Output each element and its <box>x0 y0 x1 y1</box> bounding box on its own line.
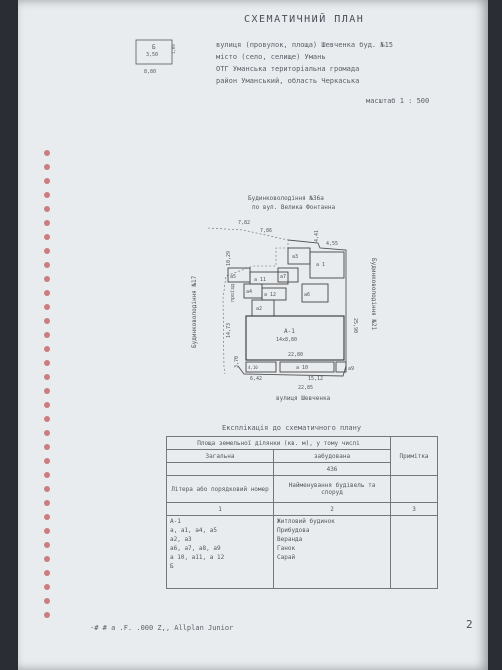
dim-1029: 10,29 <box>226 251 232 266</box>
row-letter: а2, а3 <box>170 536 192 543</box>
dim-782: 7,82 <box>238 220 250 226</box>
scale-label: масштаб 1 : 500 <box>366 97 430 105</box>
label-a10: а 10 <box>296 365 308 371</box>
row-letter: а 10, а11, а 12 <box>170 554 225 561</box>
label-a1: а 1 <box>316 262 325 268</box>
thumb-label: Б <box>152 44 156 51</box>
page-mark: 2 <box>466 618 473 631</box>
row-letter: Б <box>170 563 174 570</box>
col-num-3: 3 <box>390 502 438 516</box>
software-footer: ·# # a .F. .000 Z,, Allplan Junior <box>90 624 234 632</box>
row-letter: а6, а7, а8, а9 <box>170 545 221 552</box>
document-page: СХЕМАТИЧНИЙ ПЛАН Б 3,50 1,69 8,80 вулиця… <box>18 0 488 670</box>
address-line-city: місто (село, селище) Умань <box>216 53 326 61</box>
row-name: Веранда <box>277 536 303 543</box>
total-header: Загальна <box>166 449 274 463</box>
dim-455: 4,55 <box>326 241 338 247</box>
dim-1473: 14,73 <box>226 323 232 338</box>
label-a3: а3 <box>292 254 298 260</box>
row-name: Ганок <box>277 545 296 552</box>
main-building-area: 14х8,80 <box>276 337 297 343</box>
built-value: 436 <box>273 462 391 476</box>
row-letter: А-1 <box>170 518 181 525</box>
dim-2280: 22,80 <box>288 352 303 358</box>
built-header: забудована <box>273 449 391 463</box>
shed-thumbnail: Б 3,50 1,69 8,80 <box>135 39 176 75</box>
thumb-bottom: 8,80 <box>144 69 156 75</box>
right-neighbor: Будинковолодіння №21 <box>370 258 377 331</box>
dim-441: 4,41 <box>314 230 320 242</box>
site-plan: Будинковолодіння №36а по вул. Велика Фон… <box>191 195 377 402</box>
top-neighbor-2: по вул. Велика Фонтанна <box>252 204 335 211</box>
label-a7: а7 <box>280 274 286 280</box>
document-title: СХЕМАТИЧНИЙ ПЛАН <box>244 14 365 25</box>
left-neighbor: Будинковолодіння №17 <box>191 275 198 348</box>
row-name: Прибудова <box>277 527 310 534</box>
binding-holes <box>38 150 56 620</box>
label-a5: а5 <box>230 274 236 280</box>
col1-header: Літера або порядковий номер <box>166 475 274 503</box>
thumb-side: 1,69 <box>171 44 176 54</box>
label-a11: а 11 <box>254 277 266 283</box>
address-line-street: вулиця (провулок, площа) Шевченка буд. №… <box>216 41 394 49</box>
dim-370: 3,70 <box>234 356 240 368</box>
name-list: Житловий будинок Прибудова Веранда Ганок… <box>277 517 387 562</box>
street-label: вулиця Шевченка <box>276 395 331 402</box>
dim-2285: 22,85 <box>298 385 313 391</box>
dim-2590: 25,90 <box>352 318 358 333</box>
top-neighbor-1: Будинковолодіння №36а <box>248 195 324 202</box>
explication-table: Площа земельної ділянки (кв. м), у тому … <box>166 436 438 589</box>
address-line-district: район Уманський, область Черкаська <box>216 77 360 85</box>
row-letter: а, а1, а4, а5 <box>170 527 217 534</box>
notes-header: Примітка <box>390 436 438 476</box>
row-name: Житловий будинок <box>277 518 335 525</box>
main-building-label: А-1 <box>284 328 295 335</box>
address-line-community: ОТГ Уманська територіальна громада <box>216 65 360 73</box>
label-a4: а4 <box>246 289 252 295</box>
passage-label: проїзд <box>230 284 236 302</box>
thumb-value: 3,50 <box>146 52 158 58</box>
row-name: Сарай <box>277 554 296 561</box>
col-num-2: 2 <box>273 502 391 516</box>
dim-786: 7,86 <box>260 228 272 234</box>
col2-header: Найменування будівель та споруд <box>273 475 391 503</box>
dim-642: 6,42 <box>250 376 262 382</box>
label-a12: а 12 <box>264 292 276 298</box>
dim-1512: 15,12 <box>308 376 323 382</box>
area-header: Площа земельної ділянки (кв. м), у тому … <box>166 436 391 450</box>
label-a6: а6 <box>304 292 310 298</box>
label-a4-dim: 4,10 <box>248 365 258 370</box>
label-a9: а9 <box>348 366 354 372</box>
letter-list: А-1 а, а1, а4, а5 а2, а3 а6, а7, а8, а9 … <box>170 517 270 571</box>
label-a2: а2 <box>256 306 262 312</box>
explication-title: Експлікація до схематичного плану <box>222 424 362 432</box>
col-num-1: 1 <box>166 502 274 516</box>
